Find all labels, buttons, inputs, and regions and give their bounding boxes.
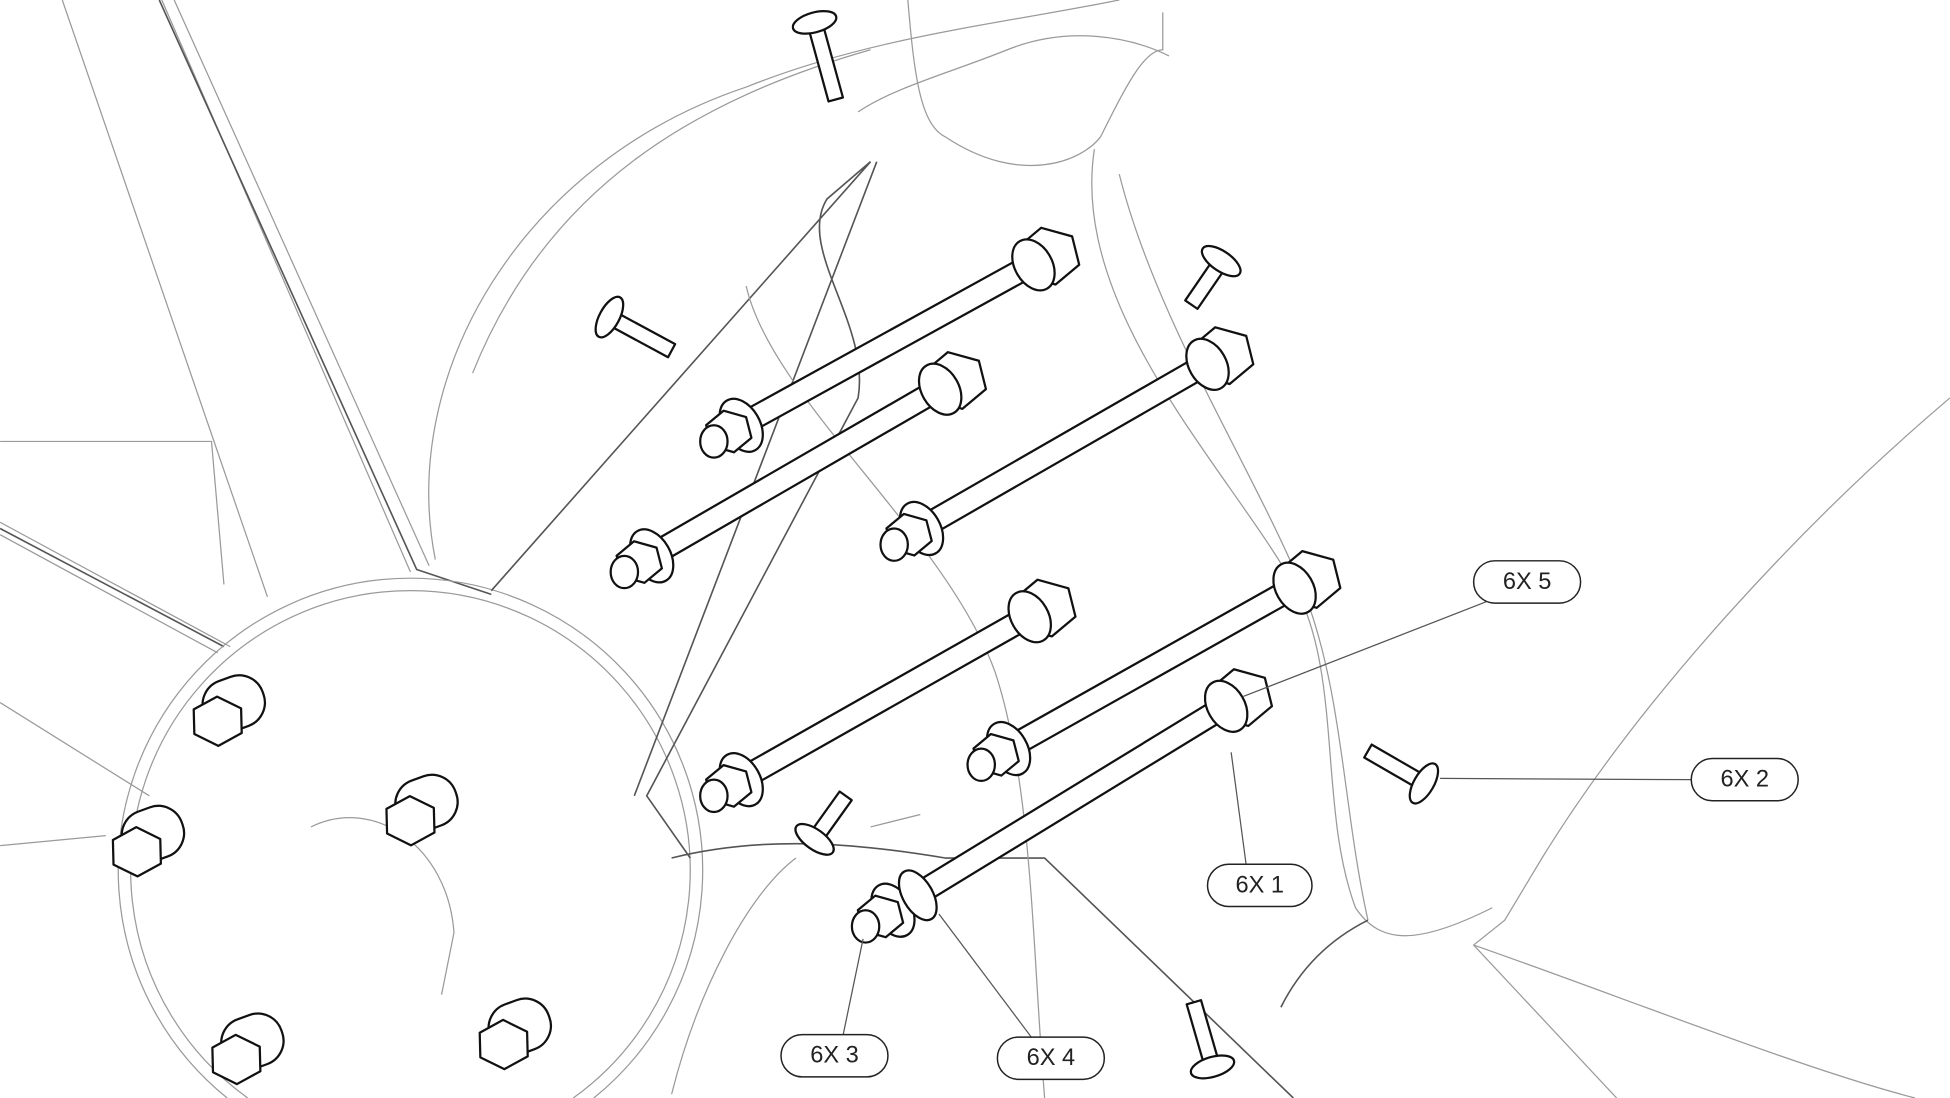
callout-label: 6X 1 (1235, 872, 1284, 898)
screw (1363, 743, 1440, 805)
callout-6x1: 6X 1 (1206, 863, 1313, 908)
hex-head (478, 1018, 529, 1071)
screw-head (594, 295, 625, 339)
callout-6x4: 6X 4 (996, 1036, 1106, 1081)
leader-6x4 (938, 913, 1033, 1039)
leader-6x1 (1230, 752, 1247, 865)
screw (1185, 999, 1236, 1080)
callout-label: 6X 2 (1720, 767, 1769, 793)
long-bolt-assembly (699, 578, 1077, 814)
long-bolt-assembly (966, 549, 1342, 783)
bolt-tip (699, 778, 729, 814)
washer (917, 362, 963, 416)
screw (594, 295, 677, 359)
washer (1203, 679, 1249, 733)
screw-head (1189, 1054, 1236, 1080)
hex-head (385, 794, 436, 847)
screw (1184, 244, 1242, 310)
screw-head (1200, 244, 1242, 278)
callout-6x2: 6X 2 (1690, 757, 1799, 802)
bolt-tip (879, 527, 909, 562)
hex-head (192, 695, 243, 747)
screw-head (791, 9, 838, 35)
bolt-tip (850, 909, 881, 944)
hex-head (111, 826, 163, 878)
callout-label: 6X 3 (810, 1043, 859, 1069)
hub-bolt (385, 773, 459, 847)
hub-bolt (111, 804, 186, 878)
hub-outer-rim (117, 577, 704, 1098)
leader-6x5 (1243, 601, 1487, 697)
hub-bolt (211, 1012, 285, 1086)
callout-6x3: 6X 3 (780, 1033, 889, 1078)
callout-label: 6X 5 (1503, 569, 1552, 595)
bolt-tip (609, 554, 640, 590)
callout-label: 6X 4 (1027, 1045, 1076, 1071)
callout-6x5: 6X 5 (1472, 560, 1582, 604)
washer (1011, 238, 1056, 292)
leader-lines (842, 601, 1692, 1039)
washer-6x4 (897, 869, 938, 922)
long-bolt-assembly (850, 668, 1274, 944)
long-bolt-assembly (609, 351, 988, 590)
hub-inner-rim (130, 590, 691, 1098)
hub-bolt (478, 997, 553, 1071)
long-bolt-assembly (879, 326, 1255, 562)
washer (1272, 561, 1317, 615)
washer (1007, 590, 1052, 644)
washer (1185, 337, 1230, 391)
screw-head (794, 822, 835, 856)
hex-head (211, 1033, 262, 1086)
long-bolt-assembly (699, 226, 1081, 459)
bolt-tip (966, 747, 997, 783)
bolt-tip (699, 424, 729, 459)
screw (794, 790, 853, 856)
hub-bolt (192, 674, 267, 747)
screw (791, 9, 845, 103)
leader-6x2 (1440, 777, 1692, 781)
screw-head (1408, 762, 1440, 805)
fastener-parts (111, 9, 1440, 1086)
leader-6x3 (842, 938, 864, 1035)
